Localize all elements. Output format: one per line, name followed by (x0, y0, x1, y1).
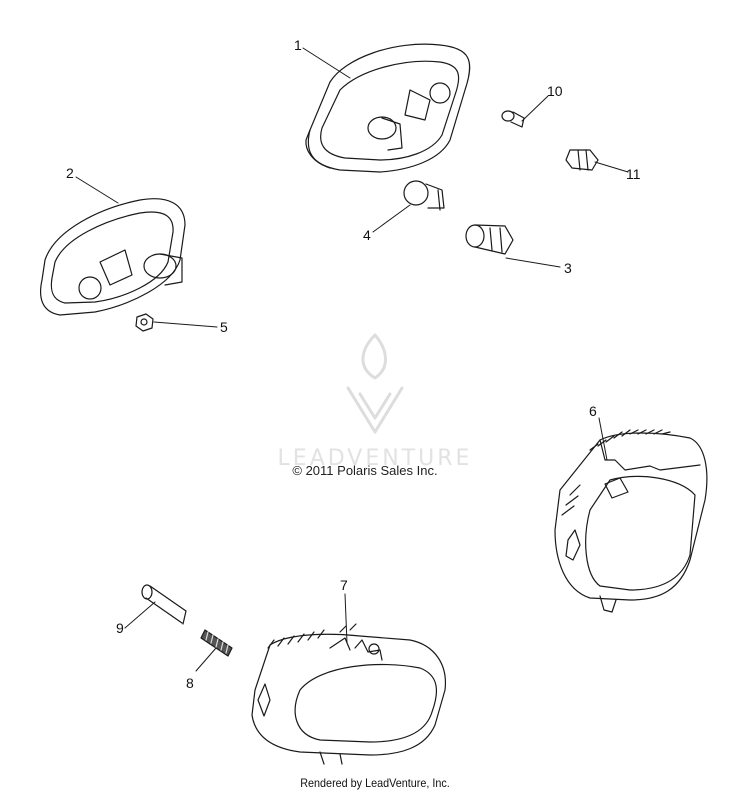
footer-rendered-by: Rendered by LeadVenture, Inc. (300, 776, 450, 790)
nut-5 (135, 313, 154, 332)
callout-10[interactable]: 10 (547, 83, 563, 99)
copyright-text: © 2011 Polaris Sales Inc. (292, 463, 438, 478)
bolt-9 (141, 584, 187, 625)
spring-8 (200, 629, 233, 657)
headlight-assembly-6 (554, 429, 708, 613)
callout-8[interactable]: 8 (186, 675, 194, 691)
callout-1[interactable]: 1 (294, 37, 302, 53)
small-bulb-10 (501, 110, 525, 128)
callout-6[interactable]: 6 (589, 403, 597, 419)
tail-light-housing-2 (39, 198, 186, 316)
leader-lines (75, 47, 629, 672)
callout-4[interactable]: 4 (363, 227, 371, 243)
callout-3[interactable]: 3 (564, 260, 572, 276)
bulb-4 (403, 180, 445, 211)
callout-9[interactable]: 9 (116, 620, 124, 636)
watermark-logo (346, 333, 404, 434)
watermark-text: LEADVENTURE (277, 446, 473, 471)
callout-11[interactable]: 11 (626, 166, 641, 182)
callout-2[interactable]: 2 (66, 165, 74, 181)
small-socket-11 (565, 149, 599, 171)
callout-5[interactable]: 5 (220, 319, 228, 335)
callout-7[interactable]: 7 (340, 577, 348, 593)
headlight-assembly-7 (251, 623, 447, 765)
tail-light-housing-1 (305, 43, 471, 173)
bulb-socket-3 (465, 224, 514, 255)
